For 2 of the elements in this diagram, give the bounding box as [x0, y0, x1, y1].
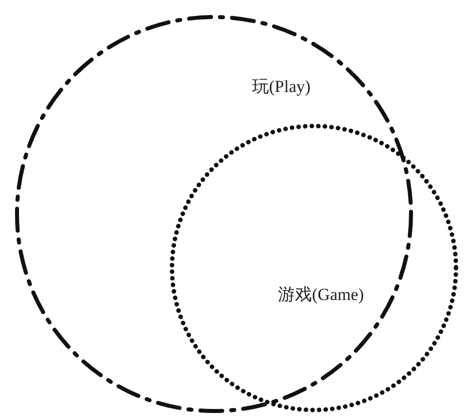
- circle-label: 游戏(Game): [278, 284, 364, 306]
- circle-label: 玩(Play): [252, 76, 311, 98]
